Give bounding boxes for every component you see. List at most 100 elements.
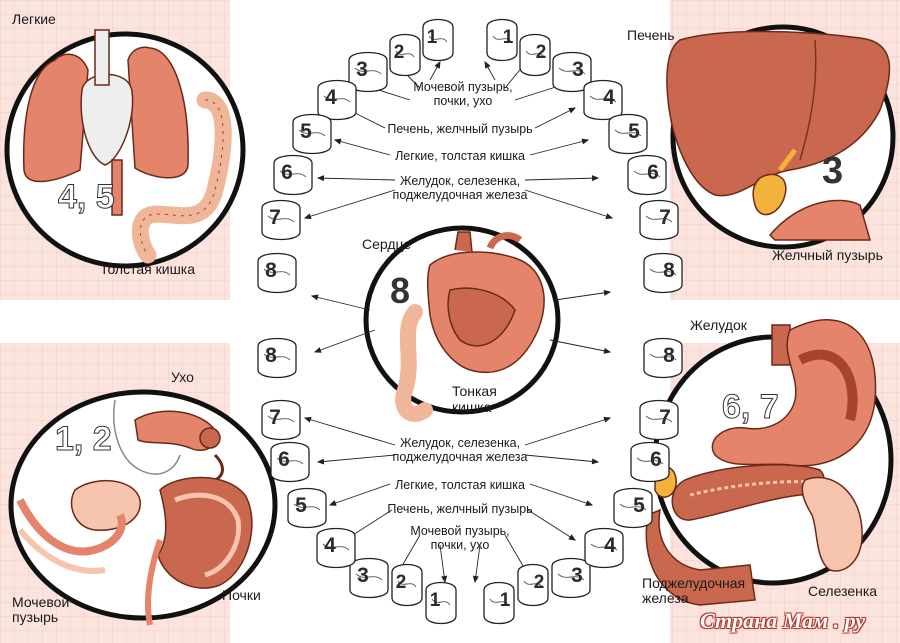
arrow-17-head [603,347,612,354]
cochlea [199,427,221,449]
colon-label: Толстая кишка [100,261,196,277]
tooth-lower-left-6 [270,441,310,483]
tooth-lower-left-2 [391,563,423,607]
arrow-9-head [581,138,590,145]
bladder [70,479,141,531]
tooth-lower-right-3 [551,557,591,599]
tooth-upper-right-8-number: 8 [663,259,675,282]
tooth-lower-left-3-number: 3 [357,564,369,587]
tooth-upper-left-8-number: 8 [265,259,277,282]
lungs-illustration [22,29,232,264]
arrow-21-head [591,458,600,465]
spleen-label: Селезенка [808,583,878,599]
arrow-20-head [316,458,325,465]
tooth-upper-right-5-number: 5 [628,120,640,143]
aorta-down [111,159,123,216]
tooth-lower-right-4 [584,527,624,569]
tooth-lower-left-6-number: 6 [278,448,290,471]
center-label-top-stomach: Желудок, селезенка, поджелудочная железа [392,174,528,202]
tooth-lower-left-7 [261,399,301,441]
arrow-1-head [434,60,441,69]
heart-illustration [395,231,545,422]
tooth-upper-left-2 [389,33,421,77]
heart-number: 8 [390,270,411,311]
tooth-upper-right-2 [519,33,551,77]
arrow-22-head [328,500,337,506]
tooth-upper-right-2-number: 2 [535,42,547,63]
watermark: Страна Мам . ру [700,608,866,633]
left-lung [22,53,89,183]
tooth-lower-right-1-number: 1 [499,590,511,611]
tooth-upper-left-2-number: 2 [393,42,405,63]
tooth-upper-right-7-number: 7 [659,206,671,229]
kidneys-label: Почки [222,587,261,603]
stomach-title: Желудок [690,317,747,333]
tooth-upper-left-4-number: 4 [325,86,337,109]
arrow-7-head [568,107,577,114]
small-intestine [395,304,433,422]
tooth-upper-left-6-number: 6 [281,161,293,184]
tooth-lower-right-2-number: 2 [533,572,545,593]
duodenum-loop [645,508,756,606]
pancreas-label: Поджелудочная железа [642,575,746,606]
tooth-lower-left-7-number: 7 [269,406,281,429]
ear-label: Ухо [171,369,194,385]
tooth-upper-left-5 [292,113,332,155]
center-label-bottom-lungs: Легкие, толстая кишка [395,478,525,492]
arrow-19-head [603,416,612,423]
arrow-16 [314,329,376,353]
tooth-upper-left-7-number: 7 [269,206,281,229]
tooth-upper-left-1 [422,18,454,62]
tooth-lower-left-4-number: 4 [324,534,336,557]
center-label-bottom-stomach: Желудок, селезенка, поджелудочная железа [392,436,528,464]
arrow-29-head [472,575,479,584]
tooth-lower-right-1 [483,581,515,625]
lungs-title: Легкие [12,11,56,27]
arrow-14 [311,295,371,311]
tooth-lower-left-5 [287,487,327,529]
tooth-lower-left-8 [257,337,297,379]
tooth-lower-right-2 [517,563,549,607]
liver-title: Печень [627,27,675,43]
pancreas [671,464,825,521]
center-label-top-liver: Печень, желчный пузырь [387,122,533,136]
tooth-lower-left-8-number: 8 [265,344,277,367]
tooth-upper-right-6-number: 6 [647,161,659,184]
tooth-upper-left-6 [273,154,313,196]
tooth-lower-right-3-number: 3 [571,564,583,587]
arrow-15-head [603,289,612,296]
arrow-25-head [568,534,576,541]
liver-number: 3 [822,150,844,192]
tooth-upper-right-7 [639,199,679,241]
lungs-numbers: 4, 5 [58,178,116,217]
bladder-label: Мочевой пузырь [12,594,70,625]
tooth-lower-left-4 [316,527,356,569]
duodenum [768,199,871,241]
arrow-8-head [333,138,342,145]
arrow-10 [317,177,396,181]
arrow-11 [524,177,599,181]
arrow-12-head [303,213,312,220]
arrow-7 [534,107,576,129]
center-label-top-bladder: Мочевой пузырь, почки, ухо [413,80,513,108]
arrow-13 [524,189,613,219]
tooth-upper-right-1-number: 1 [502,27,514,48]
arrow-14-head [310,294,319,301]
arrow-21 [524,454,599,463]
arrow-15 [554,291,611,301]
tooth-upper-right-1 [486,18,518,62]
arrow-28-head [441,575,448,584]
center-label-bottom-bladder: Мочевой пузырь, почки, ухо [410,524,510,552]
tooth-upper-left-3-number: 3 [356,58,368,81]
kidney-numbers: 1, 2 [55,420,113,459]
tooth-upper-left-5-number: 5 [300,120,312,143]
arrow-25 [527,509,576,541]
liver-illustration [666,30,891,241]
tooth-lower-right-4-number: 4 [604,534,616,557]
ear-outline [113,399,181,475]
tooth-upper-left-1-number: 1 [426,27,438,48]
arrow-29 [474,544,481,583]
arrow-17 [549,339,611,353]
